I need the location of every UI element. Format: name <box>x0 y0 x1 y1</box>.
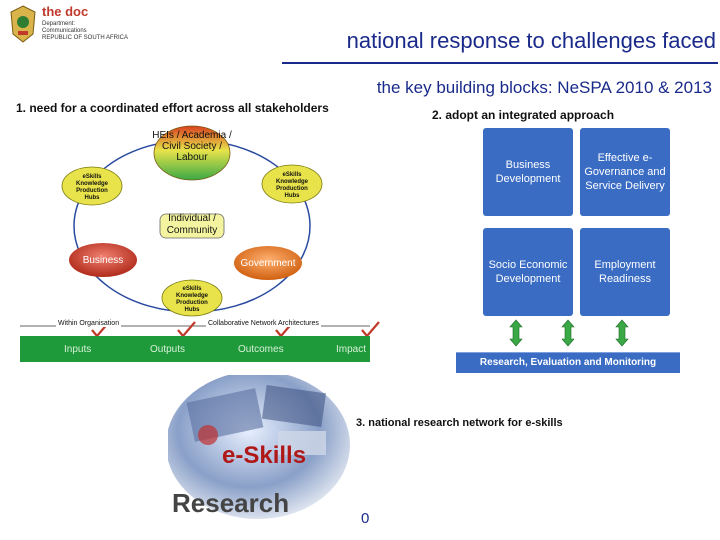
box-socio-economic: Socio Economic Development <box>483 228 573 316</box>
hub-bottom-node <box>161 279 223 317</box>
collaborative-network-label: Collaborative Network Architectures <box>206 320 321 327</box>
hub-top-node <box>153 125 231 181</box>
double-arrow-icon <box>509 319 523 347</box>
flow-inputs: Inputs <box>64 344 92 355</box>
box-business-development: Business Development <box>483 128 573 216</box>
eskills-research-image <box>168 375 350 519</box>
section3-heading: 3. national research network for e-skill… <box>356 417 563 429</box>
hub-right-node <box>261 164 323 204</box>
section1-heading: 1. need for a coordinated effort across … <box>16 101 329 115</box>
hub-bottom-label: eSkills Knowledge Production Hubs <box>175 286 208 313</box>
centre-node <box>159 213 225 239</box>
box-employment-readiness: Employment Readiness <box>580 228 670 316</box>
centre-label: Individual / Community <box>166 213 218 236</box>
coat-of-arms-icon <box>10 5 36 43</box>
doc-logo <box>8 4 138 54</box>
logo-title: the doc <box>42 4 89 19</box>
section2-heading: 2. adopt an integrated approach <box>432 108 615 122</box>
government-label: Government <box>240 258 296 269</box>
check-mark-icon <box>361 321 380 338</box>
hub-right-label: eSkills Knowledge Production Hubs <box>275 172 308 199</box>
research-wordmark: Research <box>172 488 290 518</box>
business-label: Business <box>82 255 124 266</box>
logo-line: REPUBLIC OF SOUTH AFRICA <box>42 35 129 41</box>
page-title: national response to challenges faced <box>346 28 716 53</box>
hub-top-label: HEIs / Academia / Civil Society / Labour <box>152 130 232 163</box>
research-evaluation-bar: Research, Evaluation and Monitoring <box>456 352 680 373</box>
logo-line: Department: <box>42 21 76 27</box>
results-flow-band <box>20 336 370 362</box>
hub-left-label: eSkills Knowledge Production Hubs <box>75 174 108 201</box>
page-number: 0 <box>361 510 370 527</box>
box-e-governance: Effective e-Governance and Service Deliv… <box>580 128 670 216</box>
double-arrow-icon <box>615 319 629 347</box>
hub-left-node <box>61 166 123 206</box>
page-subtitle: the key building blocks: NeSPA 2010 & 20… <box>376 78 712 97</box>
title-divider <box>282 62 718 64</box>
eskills-wordmark: e-Skills <box>222 442 307 469</box>
double-arrow-icon <box>561 319 575 347</box>
flow-outcomes: Outcomes <box>238 344 284 355</box>
within-organisation-label: Within Organisation <box>56 320 122 327</box>
flow-impact: Impact <box>336 344 367 355</box>
logo-line: Communications <box>42 28 87 34</box>
government-node <box>234 246 302 280</box>
business-node <box>69 243 137 277</box>
check-mark-icon <box>177 321 196 338</box>
flow-outputs: Outputs <box>150 344 186 355</box>
